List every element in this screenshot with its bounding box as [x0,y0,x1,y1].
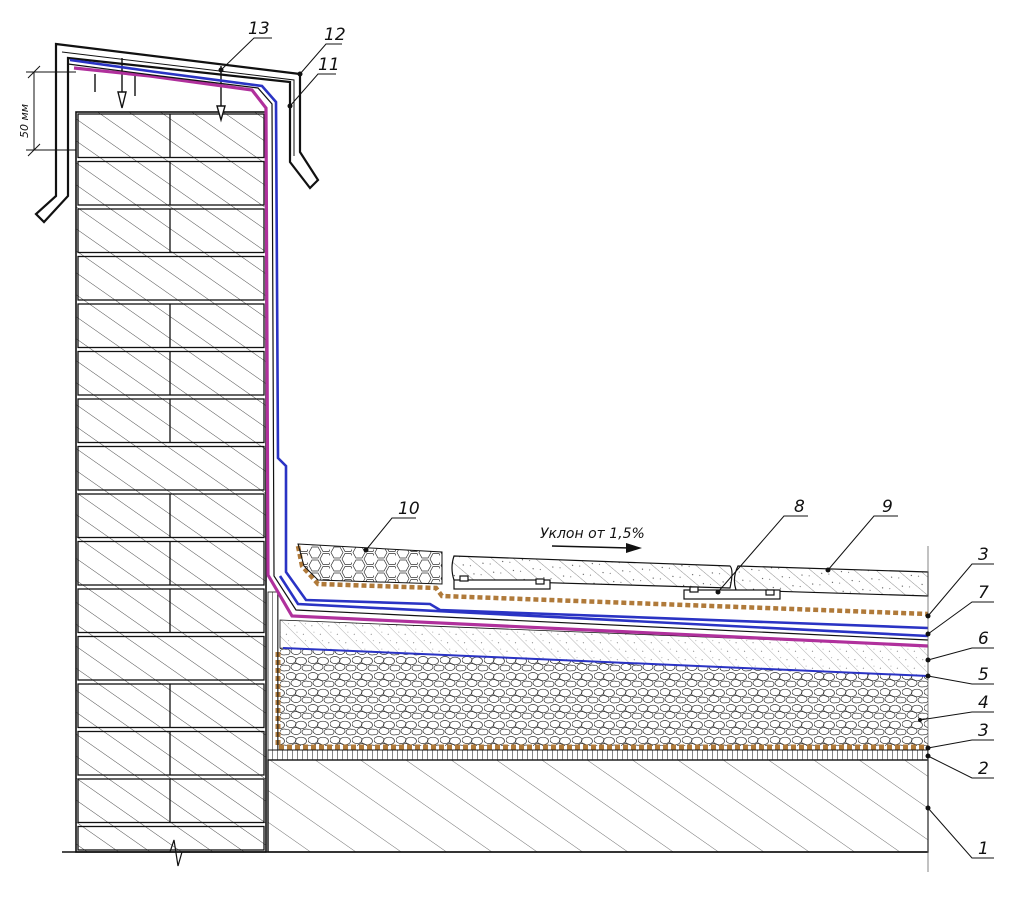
callout-4: 4 [978,693,989,713]
leader-12 [299,43,342,75]
membrane-blue-outer [69,58,929,630]
leader-7 [927,601,994,635]
leader-6 [927,647,994,661]
brick-course [77,635,265,681]
callout-1: 1 [978,839,989,859]
geotextile-lower [275,652,928,750]
dimension-50mm [26,65,76,157]
brick-course [77,445,265,491]
callout-2: 2 [978,759,989,779]
leader-4 [919,711,994,721]
anchor-bolts [94,58,226,123]
brick-course [77,303,265,349]
leader-11 [289,73,336,107]
leader-9 [827,515,898,571]
membrane-black-line [67,63,929,641]
membrane-blue-inner [278,575,929,638]
brick-course [77,160,265,206]
parapet-coping-flashing [34,42,320,224]
leader-10 [365,517,416,551]
brick-course [77,493,265,539]
leader-8 [717,515,808,593]
brick-course [77,588,265,634]
brick-course [77,540,265,586]
leader-2 [927,755,994,779]
paving-slab-2 [733,565,929,597]
brick-course [77,778,265,824]
callout-7: 7 [978,583,989,603]
slope-label: Уклон от 1,5% [540,526,645,542]
callout-13: 13 [248,19,270,39]
leader-5 [927,675,994,685]
brick-course [77,683,265,729]
geotextile-upper [295,545,929,617]
slope-indicator: Уклон от 1,5% [540,526,645,553]
callout-11: 11 [318,55,340,75]
membrane-magenta [73,66,929,648]
callout-6: 6 [978,629,989,649]
leader-3-upper [927,563,994,617]
callout-10: 10 [398,499,420,519]
drainage-hex-layer [297,543,443,585]
slab-supports [453,575,781,600]
brick-course [77,398,265,444]
slope-arrow-head [626,543,642,553]
leader-13 [220,37,272,71]
break-symbol [160,839,190,867]
slope-arrow [551,545,631,549]
dimension-label: 50 мм [18,104,31,138]
leader-3-lower [927,739,994,749]
concrete-slab [267,759,929,853]
brick-course [77,208,265,254]
brick-course [77,350,265,396]
callout-12: 12 [324,25,346,45]
vapor-barrier-layer [267,749,929,761]
waterproof-layer-5 [282,647,929,677]
brick-course [77,113,265,159]
callout-5: 5 [978,665,989,685]
brick-parapet-wall [75,111,267,853]
callout-3-lower: 3 [978,721,989,741]
callout-9: 9 [882,497,893,517]
callout-3-upper: 3 [978,545,989,565]
gravel-fill-layer [280,648,928,746]
brick-course [77,255,265,301]
brick-course [77,730,265,776]
pit-edge-ticks [267,591,279,751]
callout-8: 8 [794,497,805,517]
leader-1 [927,807,994,859]
